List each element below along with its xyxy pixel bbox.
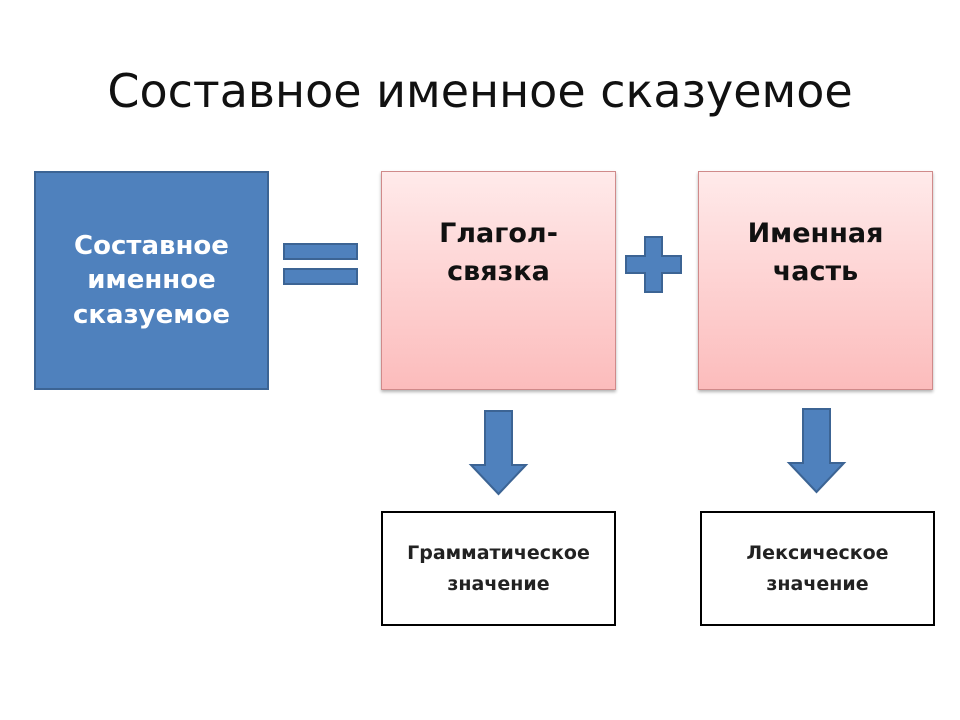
compound-nominal-predicate-box: Составное именное сказуемое — [34, 171, 269, 390]
lexical-box-line: значение — [766, 572, 869, 595]
nominal-box-line: часть — [772, 255, 859, 287]
copula-box-line: Глагол- — [439, 217, 558, 249]
nominal-box-line: Именная — [747, 217, 884, 249]
arrow-down-icon — [786, 408, 847, 494]
copula-verb-box: Глагол- связка — [381, 171, 616, 390]
grammatical-meaning-box: Грамматическое значение — [381, 511, 616, 626]
lexical-meaning-box: Лексическое значение — [700, 511, 935, 626]
slide-title: Составное именное сказуемое — [107, 64, 853, 118]
equals-sign-icon — [283, 243, 358, 285]
copula-box-line: связка — [447, 255, 550, 287]
grammatical-box-line: значение — [447, 572, 550, 595]
main-box-line: именное — [87, 265, 216, 296]
nominal-part-box: Именная часть — [698, 171, 933, 390]
grammatical-box-line: Грамматическое — [407, 542, 590, 565]
main-box-line: Составное — [74, 231, 229, 262]
main-box-line: сказуемое — [72, 299, 231, 330]
arrow-down-icon — [468, 410, 529, 496]
lexical-box-line: Лексическое — [746, 542, 889, 565]
plus-sign-icon — [625, 236, 682, 293]
